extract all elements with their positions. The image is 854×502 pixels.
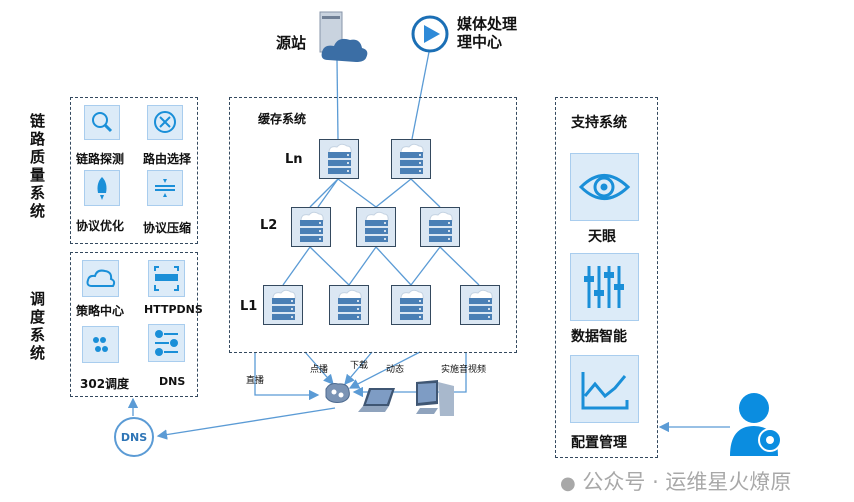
config-chart-icon[interactable]	[570, 355, 639, 423]
watermark: ● 公众号 · 运维星火燎原	[560, 470, 792, 494]
cache-server-node	[391, 285, 431, 329]
level-l2: L2	[260, 218, 278, 233]
router-icon	[325, 383, 350, 403]
traffic-dynamic: 动态	[386, 365, 405, 375]
cache-server-node	[329, 285, 369, 329]
support-system-box	[555, 97, 658, 458]
media-play-icon	[411, 15, 449, 53]
origin-server-cloud-icon	[319, 11, 368, 62]
rocket-icon[interactable]	[84, 170, 120, 206]
cache-server-node	[420, 207, 460, 251]
cache-server-node	[291, 207, 331, 251]
redirect-302-icon[interactable]	[82, 326, 119, 363]
compress-icon[interactable]	[147, 170, 183, 206]
cache-title: 缓存系统	[258, 112, 307, 126]
cache-system-box	[229, 97, 517, 353]
laptop-icon	[358, 388, 395, 412]
link-item-2: 路由选择	[143, 152, 192, 166]
cache-server-node	[356, 207, 396, 251]
origin-label: 源站	[276, 34, 307, 52]
link-quality-box	[70, 97, 198, 244]
traffic-live: 直播	[246, 376, 265, 386]
desktop-icon	[416, 380, 454, 416]
link-item-3: 协议优化	[76, 219, 125, 233]
support-title: 支持系统	[571, 115, 627, 131]
dns-settings-icon[interactable]	[148, 324, 185, 362]
data-sliders-icon[interactable]	[570, 253, 639, 321]
route-select-icon[interactable]	[147, 105, 183, 140]
scheduling-title: 调度系统	[30, 290, 46, 362]
level-l1: L1	[240, 299, 258, 314]
sched-item-2: HTTPDNS	[144, 303, 203, 316]
support-item-1: 天眼	[588, 229, 616, 245]
traffic-download: 下载	[350, 361, 369, 371]
scheduling-box	[70, 252, 198, 397]
sched-item-3: 302调度	[80, 377, 130, 391]
httpdns-icon[interactable]	[148, 260, 185, 297]
sched-item-4: DNS	[159, 375, 186, 388]
link-probe-icon[interactable]	[84, 105, 120, 140]
link-item-4: 协议压缩	[143, 221, 192, 235]
traffic-rtc: 实施音视频	[441, 365, 487, 375]
cache-server-node	[460, 285, 500, 329]
sched-item-1: 策略中心	[76, 304, 125, 318]
admin-user-icon	[730, 393, 782, 456]
level-ln: Ln	[285, 152, 303, 167]
support-item-2: 数据智能	[571, 329, 627, 345]
media-label-2: 理中心	[457, 33, 503, 51]
watermark-text: 公众号 · 运维星火燎原	[582, 470, 792, 494]
eye-icon[interactable]	[570, 153, 639, 221]
link-quality-title: 链路质量系统	[30, 112, 46, 220]
dns-node: DNS	[114, 417, 154, 457]
media-label-1: 媒体处理	[457, 15, 518, 33]
cache-server-node	[263, 285, 303, 329]
link-item-1: 链路探测	[76, 152, 125, 166]
traffic-vod: 点播	[310, 365, 329, 375]
cache-server-node	[319, 139, 359, 183]
policy-cloud-icon[interactable]	[82, 260, 119, 297]
cache-server-node	[391, 139, 431, 183]
support-item-3: 配置管理	[571, 435, 627, 451]
